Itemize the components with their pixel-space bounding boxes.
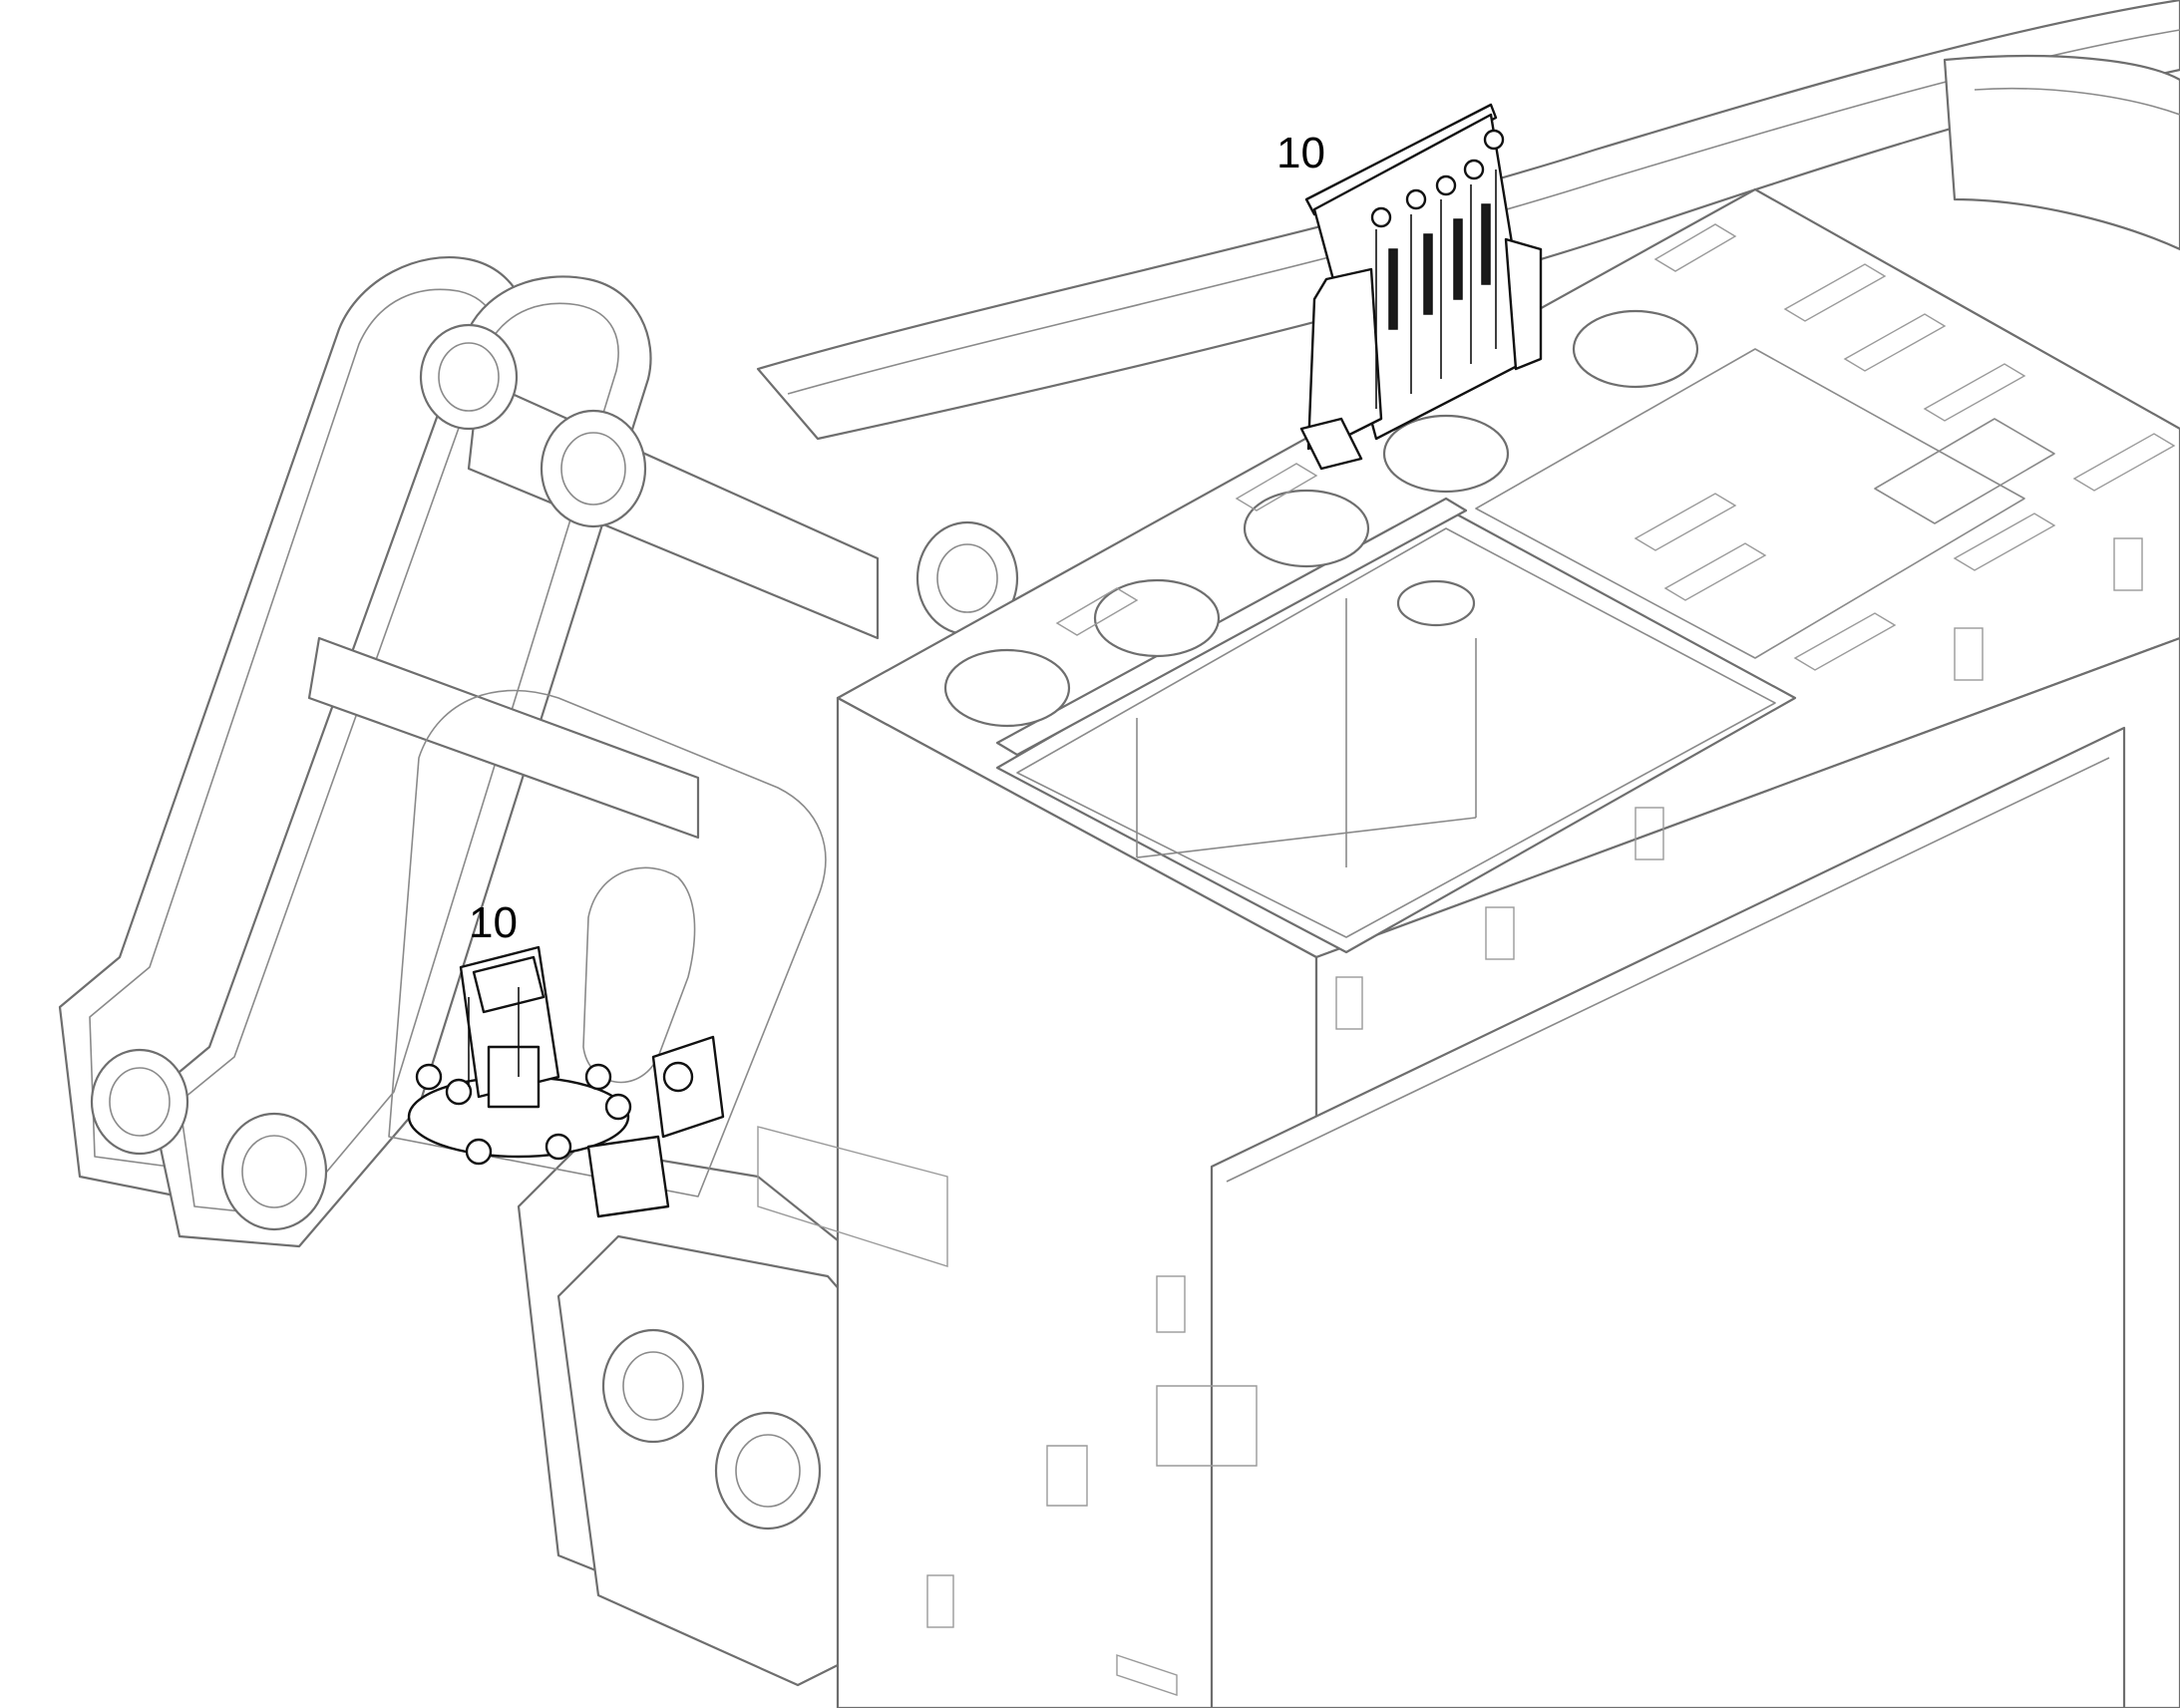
- access-covers: [943, 309, 1699, 728]
- highlighted-pump-lower: [407, 945, 725, 1218]
- highlighted-valve-block-upper: [1299, 103, 1543, 471]
- main-box-frame: [836, 187, 2180, 1708]
- bracket-details: [757, 223, 2176, 1696]
- callout-label-lower-pump: 10: [469, 898, 518, 947]
- callout-label-upper-valve: 10: [1276, 129, 1325, 177]
- pin-bosses: [90, 323, 1019, 1531]
